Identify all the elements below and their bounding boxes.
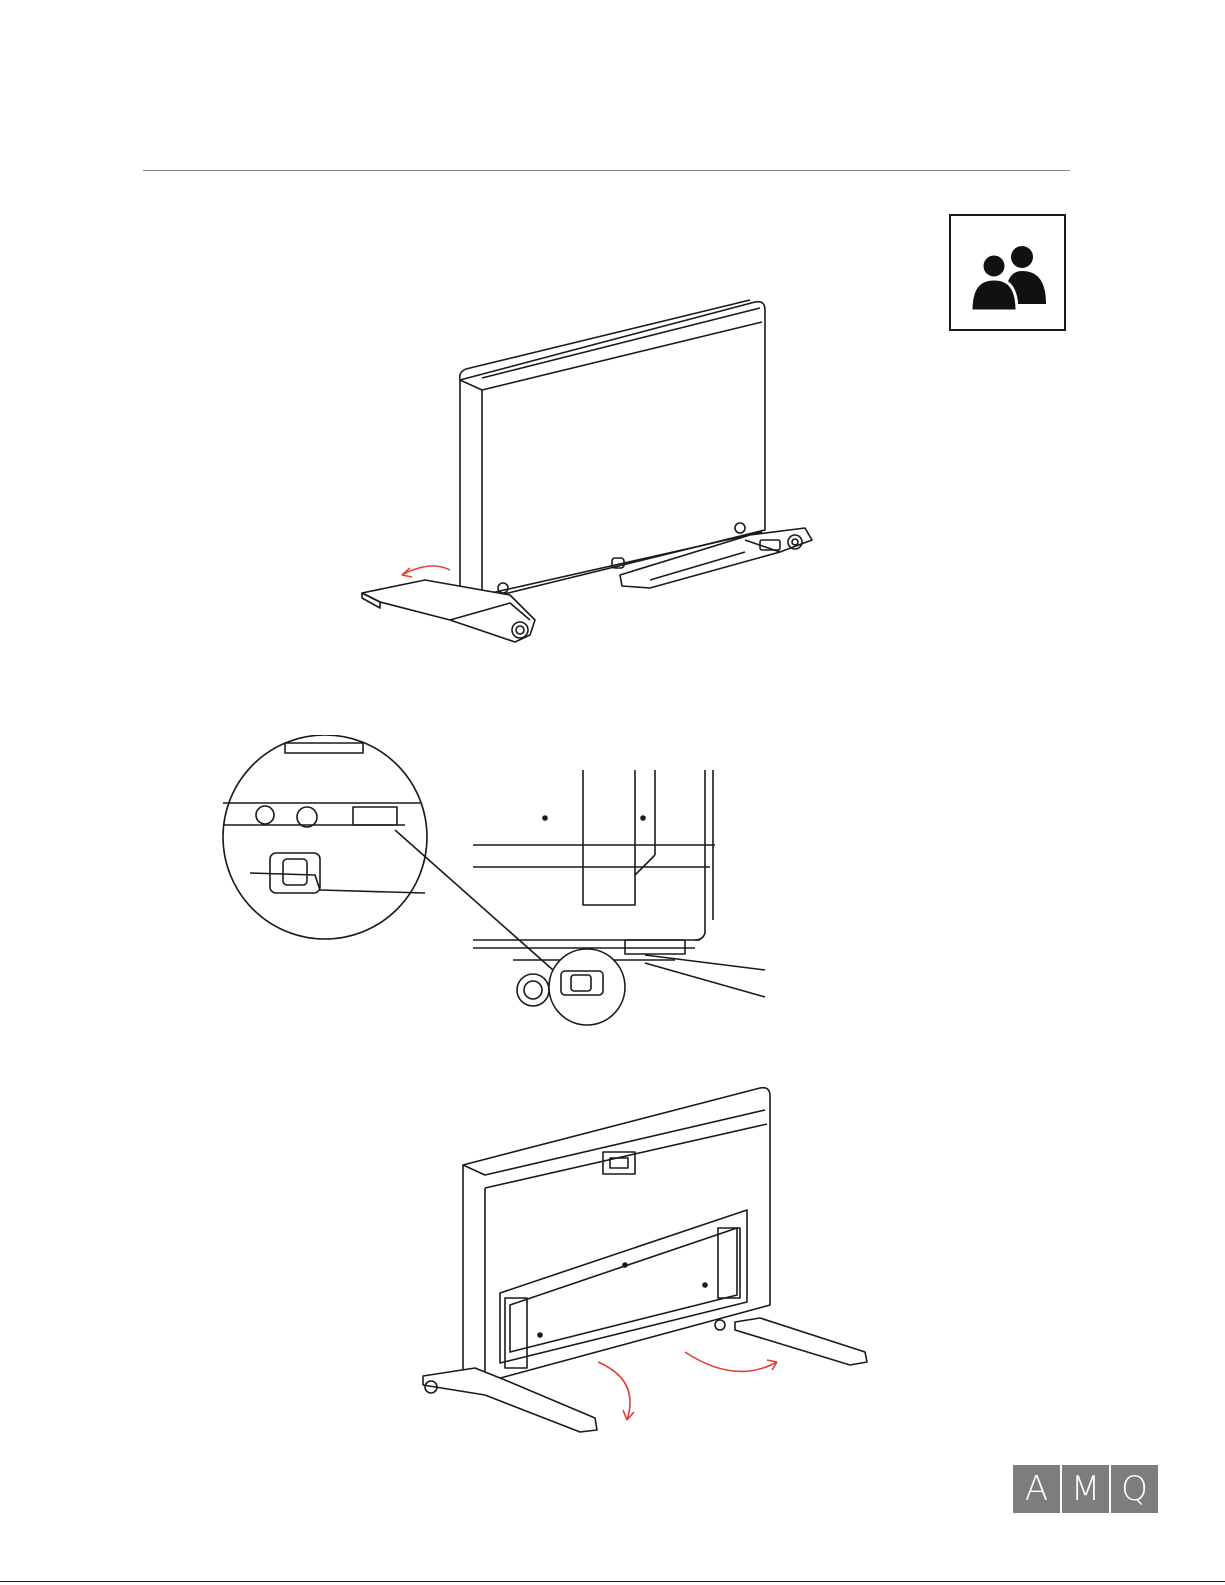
logo-letter: M	[1062, 1465, 1109, 1513]
illustration-rotate-feet	[415, 1080, 880, 1440]
illustration-lock-detail	[215, 735, 775, 1035]
logo-letter: Q	[1111, 1465, 1158, 1513]
logo-letter: A	[1013, 1465, 1060, 1513]
header-rule	[143, 170, 1070, 171]
two-persons-icon	[951, 216, 1064, 329]
footer-rule	[0, 1581, 1225, 1582]
illustration-tilt-feet	[350, 290, 820, 660]
two-person-badge	[949, 214, 1066, 331]
amq-logo: A M Q	[1013, 1465, 1158, 1513]
